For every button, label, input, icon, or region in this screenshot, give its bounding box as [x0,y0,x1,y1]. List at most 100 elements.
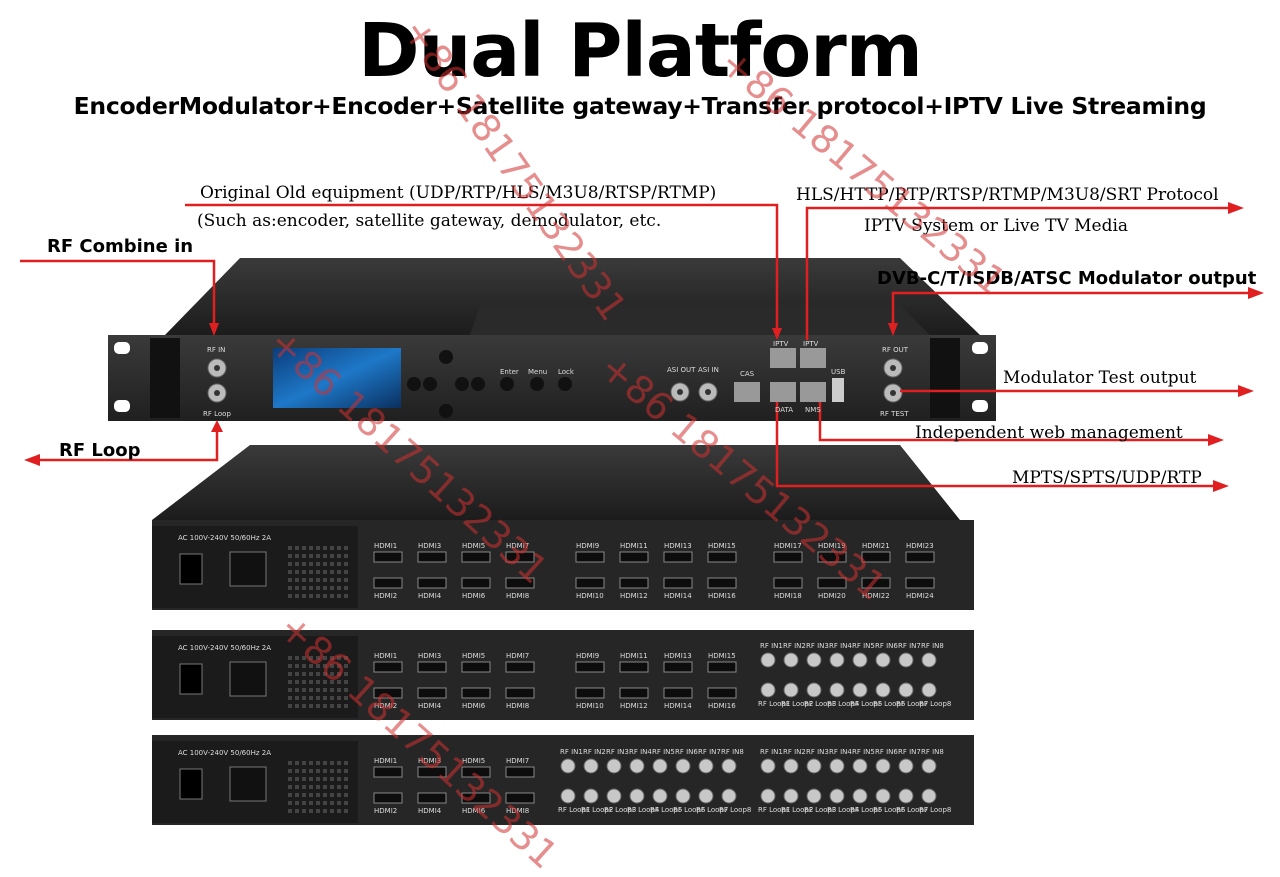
unit3b-rf-in-connector[interactable] [829,758,845,774]
unit2-hdmi-port[interactable] [373,687,403,699]
unit3a-rf-in-connector[interactable] [675,758,691,774]
unit2-rf-loop-connector[interactable] [921,682,937,698]
unit1-hdmi-port[interactable] [373,577,403,589]
unit3a-rf-in-connector[interactable] [698,758,714,774]
unit1-hdmi-port[interactable] [773,577,803,589]
unit3-hdmi-port[interactable] [505,792,535,804]
unit2-rf-in-connector[interactable] [921,652,937,668]
unit2-rf-in-connector[interactable] [760,652,776,668]
unit1-hdmi-port[interactable] [619,551,649,563]
vent-hole [309,546,313,550]
unit3-hdmi-port[interactable] [461,792,491,804]
unit2-rf-loop-connector[interactable] [760,682,776,698]
unit3a-rf-in-connector[interactable] [560,758,576,774]
unit3-hdmi-port[interactable] [373,792,403,804]
unit2-hdmi-port[interactable] [663,661,693,673]
unit3a-rf-loop-connector[interactable] [698,788,714,804]
unit2-rf-in-connector[interactable] [852,652,868,668]
unit1-hdmi-port[interactable] [575,551,605,563]
unit3a-rf-loop-connector[interactable] [629,788,645,804]
unit2-hdmi-port[interactable] [575,687,605,699]
unit3b-rf-loop-connector[interactable] [921,788,937,804]
unit2-rf-in-connector[interactable] [783,652,799,668]
unit1-hdmi-port[interactable] [417,577,447,589]
vent-hole [330,801,334,805]
unit1-hdmi-port[interactable] [707,577,737,589]
unit1-hdmi-port[interactable] [817,551,847,563]
unit3a-rf-loop-connector[interactable] [606,788,622,804]
unit1-hdmi-port[interactable] [575,577,605,589]
unit3-hdmi-port[interactable] [373,766,403,778]
unit3a-rf-loop-connector[interactable] [721,788,737,804]
unit3b-rf-in-connector[interactable] [852,758,868,774]
unit2-rf-in-connector[interactable] [806,652,822,668]
unit1-hdmi-port[interactable] [773,551,803,563]
unit3b-rf-in-connector[interactable] [760,758,776,774]
unit1-hdmi-port[interactable] [619,577,649,589]
unit2-rf-in-connector[interactable] [875,652,891,668]
unit2-hdmi-port[interactable] [707,687,737,699]
unit3b-rf-loop-connector[interactable] [829,788,845,804]
unit3a-rf-in-connector[interactable] [629,758,645,774]
unit2-rf-loop-connector[interactable] [852,682,868,698]
unit2-rf-in-connector[interactable] [898,652,914,668]
unit1-hdmi-port[interactable] [663,577,693,589]
unit2-rf-in-connector[interactable] [829,652,845,668]
unit2-hdmi-port[interactable] [575,661,605,673]
unit3a-rf-in-connector[interactable] [583,758,599,774]
unit3b-rf-in-connector[interactable] [921,758,937,774]
unit3b-rf-in-connector[interactable] [806,758,822,774]
unit3b-rf-in-connector[interactable] [875,758,891,774]
unit1-hdmi-port[interactable] [505,577,535,589]
unit3b-rf-loop-connector[interactable] [852,788,868,804]
unit2-hdmi-port[interactable] [707,661,737,673]
unit3b-rf-loop-connector[interactable] [783,788,799,804]
unit2-rf-loop-connector[interactable] [875,682,891,698]
page-title: Dual Platform [358,8,923,94]
unit3-hdmi-port[interactable] [417,766,447,778]
unit3b-rf-in-connector[interactable] [783,758,799,774]
unit2-rf-loop-connector[interactable] [783,682,799,698]
unit1-hdmi-port[interactable] [707,551,737,563]
vent-hole [330,562,334,566]
unit1-hdmi-port[interactable] [663,551,693,563]
unit3-hdmi-port[interactable] [417,792,447,804]
unit3-hdmi-port[interactable] [505,766,535,778]
unit2-hdmi-port[interactable] [663,687,693,699]
unit3-hdmi-port[interactable] [461,766,491,778]
unit2-rf-loop-connector[interactable] [898,682,914,698]
unit2-hdmi-port[interactable] [505,687,535,699]
unit3a-rf-in-connector[interactable] [721,758,737,774]
unit1-hdmi-port[interactable] [861,551,891,563]
unit2-hdmi-port[interactable] [461,661,491,673]
unit1-hdmi-port[interactable] [461,577,491,589]
unit2-hdmi-port[interactable] [619,661,649,673]
unit1-hdmi-port[interactable] [905,551,935,563]
unit2-hdmi-port[interactable] [461,687,491,699]
unit3b-rf-loop-connector[interactable] [875,788,891,804]
unit2-rf-loop-connector[interactable] [829,682,845,698]
unit2-hdmi-port[interactable] [619,687,649,699]
unit2-hdmi-port[interactable] [417,661,447,673]
unit3a-rf-loop-connector[interactable] [560,788,576,804]
unit1-hdmi-port[interactable] [505,551,535,563]
unit2-hdmi-port[interactable] [417,687,447,699]
unit2-hdmi-port[interactable] [505,661,535,673]
unit3b-rf-in-connector[interactable] [898,758,914,774]
unit1-hdmi-port[interactable] [373,551,403,563]
unit1-hdmi-port[interactable] [905,577,935,589]
unit1-hdmi-port[interactable] [417,551,447,563]
unit3b-rf-loop-connector[interactable] [898,788,914,804]
unit3b-rf-loop-connector[interactable] [760,788,776,804]
unit1-hdmi-port[interactable] [861,577,891,589]
unit1-hdmi-port[interactable] [461,551,491,563]
unit3a-rf-loop-connector[interactable] [675,788,691,804]
unit3a-rf-loop-connector[interactable] [583,788,599,804]
unit1-hdmi-port[interactable] [817,577,847,589]
unit3a-rf-loop-connector[interactable] [652,788,668,804]
unit2-hdmi-port[interactable] [373,661,403,673]
unit2-rf-loop-connector[interactable] [806,682,822,698]
unit3a-rf-in-connector[interactable] [652,758,668,774]
unit3a-rf-in-connector[interactable] [606,758,622,774]
unit3b-rf-loop-connector[interactable] [806,788,822,804]
